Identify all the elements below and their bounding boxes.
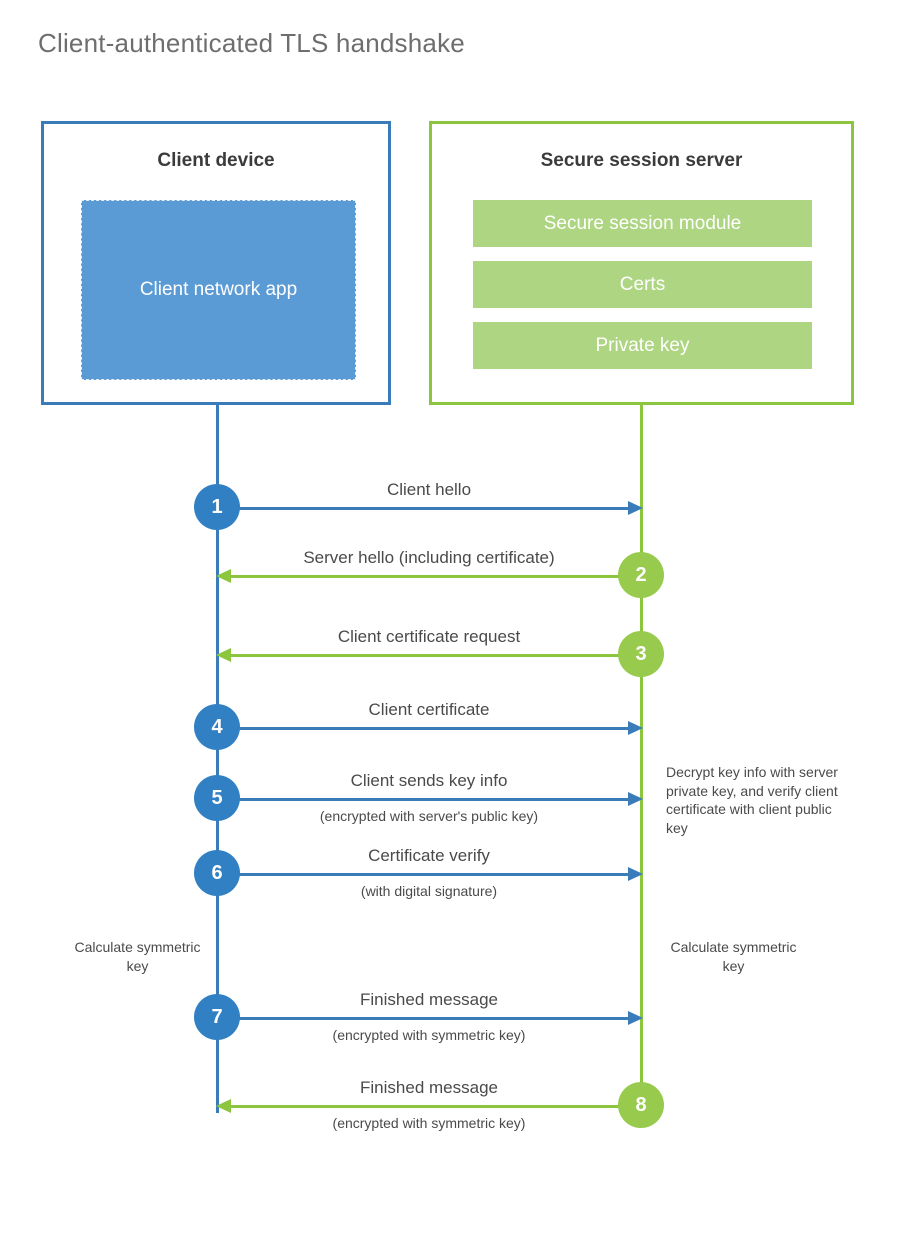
message-sublabel-5: (encrypted with server's public key) — [319, 808, 539, 824]
server-component-certs: Certs — [473, 261, 812, 308]
arrowhead-left-icon — [216, 648, 231, 662]
server-component-list: Secure session module Certs Private key — [473, 200, 812, 383]
secure-session-server-box: Secure session server Secure session mod… — [429, 121, 854, 405]
client-network-app-block: Client network app — [81, 200, 356, 380]
server-component-private-key: Private key — [473, 322, 812, 369]
annotation-client-calculate-symmetric-key: Calculate symmetric key — [74, 939, 201, 974]
step-badge-2: 2 — [618, 552, 664, 598]
arrowhead-right-icon — [628, 1011, 643, 1025]
client-lifeline — [216, 403, 219, 1113]
message-label-5: Client sends key info — [350, 771, 508, 790]
page-title: Client-authenticated TLS handshake — [38, 28, 465, 58]
annotation-server-calculate-symmetric-key: Calculate symmetric key — [670, 939, 797, 974]
message-label-2: Server hello (including certificate) — [303, 548, 555, 567]
step-badge-8: 8 — [618, 1082, 664, 1128]
message-arrow-shaft-7 — [217, 1017, 630, 1020]
message-sublabel-6: (with digital signature) — [360, 883, 498, 899]
client-device-title: Client device — [157, 150, 275, 171]
message-arrow-shaft-8 — [228, 1105, 641, 1108]
message-label-1: Client hello — [386, 480, 472, 499]
arrowhead-left-icon — [216, 569, 231, 583]
step-badge-6: 6 — [194, 850, 240, 896]
message-label-3: Client certificate request — [337, 627, 521, 646]
arrowhead-right-icon — [628, 867, 643, 881]
arrowhead-right-icon — [628, 721, 643, 735]
message-label-6: Certificate verify — [368, 846, 490, 865]
message-arrow-shaft-4 — [217, 727, 630, 730]
client-device-box: Client device Client network app — [41, 121, 391, 405]
step-badge-5: 5 — [194, 775, 240, 821]
message-arrow-shaft-1 — [217, 507, 630, 510]
secure-session-server-title: Secure session server — [540, 150, 743, 171]
step-badge-1: 1 — [194, 484, 240, 530]
message-arrow-shaft-6 — [217, 873, 630, 876]
message-sublabel-7: (encrypted with symmetric key) — [332, 1027, 526, 1043]
message-label-4: Client certificate — [368, 700, 490, 719]
server-lifeline — [640, 403, 643, 1105]
message-arrow-shaft-3 — [228, 654, 641, 657]
arrowhead-right-icon — [628, 792, 643, 806]
step-badge-4: 4 — [194, 704, 240, 750]
arrowhead-left-icon — [216, 1099, 231, 1113]
server-component-secure-session-module: Secure session module — [473, 200, 812, 247]
message-label-8: Finished message — [360, 1078, 498, 1097]
message-arrow-shaft-2 — [228, 575, 641, 578]
step-badge-7: 7 — [194, 994, 240, 1040]
message-arrow-shaft-5 — [217, 798, 630, 801]
step-badge-3: 3 — [618, 631, 664, 677]
arrowhead-right-icon — [628, 501, 643, 515]
annotation-server-decrypt: Decrypt key info with server private key… — [666, 764, 838, 836]
message-label-7: Finished message — [360, 990, 498, 1009]
message-sublabel-8: (encrypted with symmetric key) — [332, 1115, 526, 1131]
